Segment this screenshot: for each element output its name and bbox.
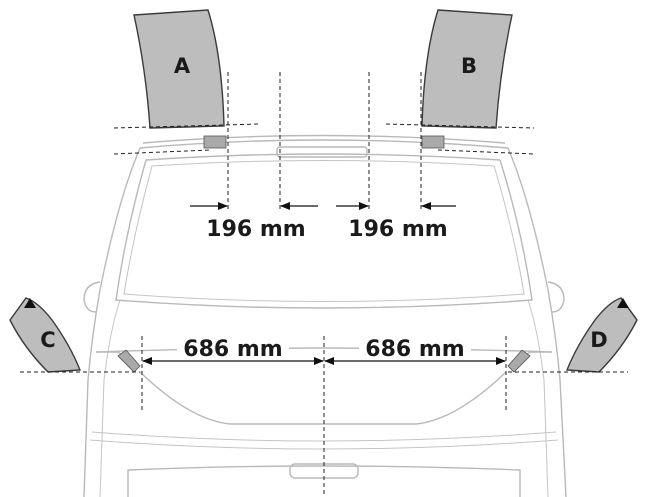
sensor-b-label: B — [461, 54, 477, 78]
mount-a — [203, 135, 227, 149]
sensor-d: D — [565, 297, 638, 373]
sensor-b: B — [421, 9, 513, 129]
sensor-a-label: A — [174, 54, 191, 78]
measure-top-right: 196 mm — [348, 217, 447, 242]
sensor-d-arrow-icon — [617, 298, 629, 308]
van-rear-outline — [83, 134, 567, 497]
sensor-a: A — [133, 9, 225, 129]
measure-top-left: 196 mm — [206, 217, 305, 242]
sensor-d-label: D — [590, 328, 607, 352]
sensor-c-arrow-icon — [24, 298, 36, 308]
dimension-arrows — [142, 202, 506, 365]
sensor-c-label: C — [40, 328, 55, 352]
sensor-c: C — [9, 297, 82, 373]
measurement-labels: 196 mm 196 mm 686 mm 686 mm — [177, 214, 471, 362]
measure-bottom-right: 686 mm — [365, 337, 464, 362]
guide-lines — [20, 72, 628, 497]
left-taillight-mount — [117, 349, 141, 373]
mount-b — [421, 135, 445, 149]
measure-bottom-left: 686 mm — [183, 337, 282, 362]
right-taillight-mount — [507, 349, 531, 373]
